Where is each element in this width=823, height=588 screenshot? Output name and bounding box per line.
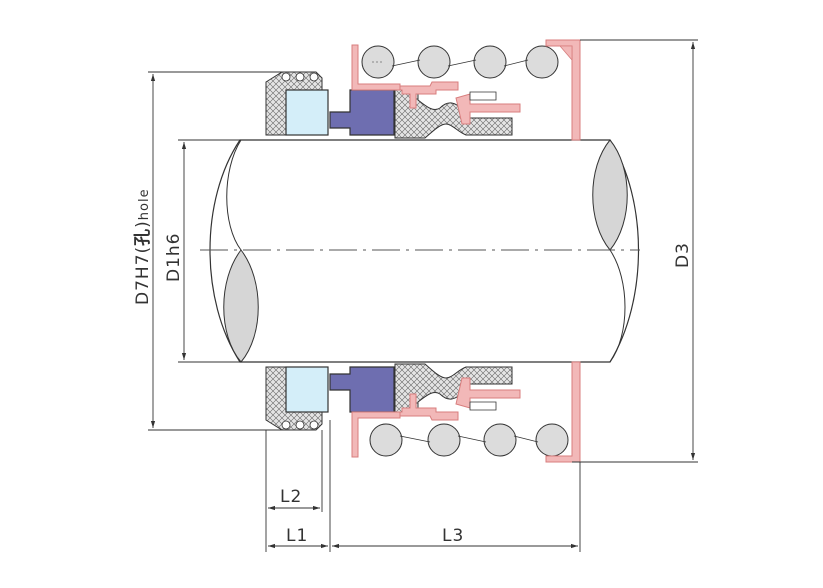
label-d1: D1h6 (164, 233, 184, 283)
shaft (200, 139, 640, 363)
bellows-lower (394, 363, 513, 413)
ceramic-seat-lower (285, 366, 329, 413)
label-l1: L1 (286, 526, 308, 546)
seal-upper-half (265, 39, 581, 141)
ceramic-seat-upper (285, 89, 329, 136)
shaft-outline (209, 139, 640, 363)
label-d7: D7H7(孔)hole (133, 188, 153, 305)
dimensions (148, 39, 698, 552)
label-l2: L2 (280, 487, 302, 507)
dimension-labels: D7H7(孔)hole D1h6 D3 L2 L1 L3 (133, 188, 693, 546)
drive-band-upper (395, 81, 459, 109)
shaft-left-break-section (223, 249, 259, 363)
spring-upper (361, 45, 559, 79)
carbon-face-upper (329, 89, 395, 136)
label-d3: D3 (673, 242, 693, 268)
spring-lower (369, 423, 569, 457)
bellows-upper (394, 89, 513, 139)
spring-cup-left-lower (351, 411, 401, 458)
seal-lower-half (265, 361, 581, 463)
spring-cup-left-upper (351, 44, 401, 91)
drive-band-lower (395, 393, 459, 421)
label-l3: L3 (442, 526, 464, 546)
carbon-face-lower (329, 366, 395, 413)
